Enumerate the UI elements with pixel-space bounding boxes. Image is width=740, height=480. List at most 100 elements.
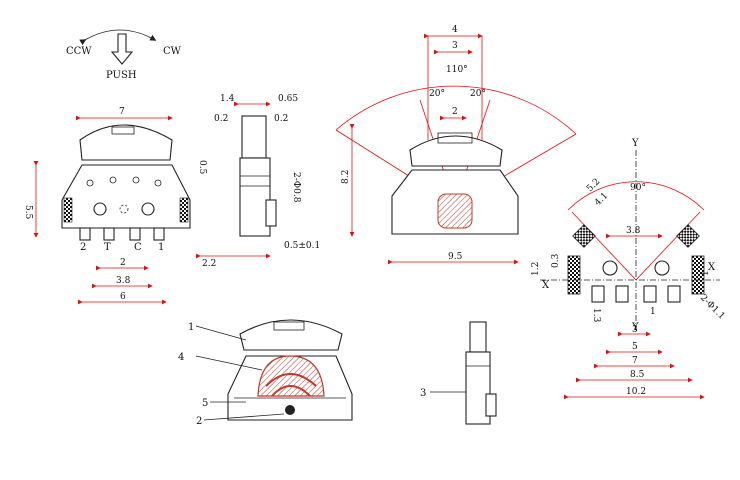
dim-0-3: 0.3 <box>551 253 561 268</box>
ccw-label: CCW <box>66 46 92 57</box>
front-knob <box>79 124 173 161</box>
dim-8-2: 8.2 <box>341 170 351 184</box>
front-knob-slot <box>111 126 135 135</box>
top-knob <box>409 135 503 167</box>
front-center-mark <box>119 204 129 214</box>
dim-9-5: 9.5 <box>448 252 463 262</box>
side-view: 1.4 0.65 0.2 0.2 0.5 2-Φ0.8 0.5±0.1 2.2 <box>196 94 320 269</box>
front-hole-right <box>141 202 155 216</box>
ex-knob <box>239 319 343 351</box>
front-view: 2 T C 1 7 5.5 2 3.8 6 <box>23 107 191 305</box>
footprint-arc <box>567 181 705 211</box>
dim-1-left: 1 <box>701 270 711 276</box>
side-knob <box>241 115 267 159</box>
front-pin-t <box>103 227 115 241</box>
axis-y-bottom: Y <box>631 322 639 333</box>
dim-1-mid: 1 <box>650 307 656 317</box>
small-side-view: 3 <box>420 321 497 425</box>
angle-line <box>635 211 701 281</box>
dim-1-2: 1.2 <box>531 262 541 276</box>
dim-8-5: 8.5 <box>630 370 645 380</box>
dim-7-fp: 7 <box>632 356 638 366</box>
callout-line <box>195 355 263 371</box>
callout-2: 2 <box>196 416 202 427</box>
front-pin-c <box>129 227 141 241</box>
callout-line <box>195 325 247 341</box>
dim-3-fp: 3 <box>632 325 638 335</box>
top-view: 4 3 110° 20° 20° 2 8.2 9.5 <box>335 25 577 265</box>
callout-line <box>203 413 285 421</box>
mount-hole-left <box>602 260 618 276</box>
angle-90: 90° <box>630 183 646 193</box>
front-body <box>61 164 191 229</box>
pad-pin <box>615 285 629 303</box>
dim-0-65: 0.65 <box>278 94 298 104</box>
angle-line <box>571 211 637 281</box>
push-arrow-icon <box>110 33 134 65</box>
ex-contact-arc <box>271 385 311 397</box>
dim-width-7: 7 <box>119 107 125 117</box>
pin-label: 1 <box>158 242 164 253</box>
dim-4-1: 4.1 <box>593 191 610 208</box>
rotation-arc-icon <box>79 29 157 46</box>
dim-3-8: 3.8 <box>626 226 641 236</box>
dim-pitch-3-8: 3.8 <box>116 276 131 286</box>
pad-diamond-left <box>572 224 596 248</box>
dim-5-fp: 5 <box>632 342 638 352</box>
side-tab <box>265 199 277 227</box>
cw-label: CW <box>163 46 182 57</box>
front-pin-2 <box>79 227 91 241</box>
pin-label: 2 <box>80 242 86 253</box>
dim-2-2: 2.2 <box>202 259 216 269</box>
front-dot <box>86 179 94 187</box>
pad-pin <box>643 285 657 303</box>
callout-5: 5 <box>202 398 208 409</box>
push-label: PUSH <box>106 70 137 81</box>
ex-contact-arc <box>265 373 317 387</box>
pin-label: T <box>104 242 111 253</box>
dim-10-2: 10.2 <box>626 387 646 397</box>
dim-4: 4 <box>452 25 458 35</box>
dim-1-4: 1.4 <box>220 94 235 104</box>
dim-phi-0-8: 2-Φ0.8 <box>291 172 301 203</box>
callout-4: 4 <box>178 352 184 363</box>
dim-3: 3 <box>452 41 458 51</box>
pad-diamond-right <box>676 224 700 248</box>
mount-hole-right <box>654 260 670 276</box>
dim-5-2: 5.2 <box>585 177 602 194</box>
front-pin-1 <box>153 227 165 241</box>
pad-side-left <box>567 255 581 295</box>
rotation-symbol: CCW CW PUSH <box>66 29 182 81</box>
pin-label: C <box>134 242 142 253</box>
front-side-tab-left <box>63 197 73 223</box>
dim-2-phi: 2-Φ1.1 <box>698 293 727 322</box>
angle-20-left: 20° <box>429 89 445 99</box>
top-knob-slot <box>437 132 473 144</box>
top-hatched-actuator <box>437 193 473 229</box>
front-hole-left <box>93 202 107 216</box>
front-dot <box>132 176 140 184</box>
dim-0-5-tol: 0.5±0.1 <box>284 241 320 251</box>
pcb-footprint: Y Y X X 5.2 4.1 90° 3.8 0.3 1.2 1 2-Φ1.1… <box>531 138 727 400</box>
axis-x-left: X <box>542 280 550 291</box>
pad-pin <box>667 285 681 303</box>
ss-knob <box>469 321 487 353</box>
dim-1-3: 1.3 <box>591 308 601 323</box>
axis-y-top: Y <box>631 138 639 149</box>
ex-knob-slot <box>273 321 305 331</box>
front-dot <box>154 179 162 187</box>
callout-3: 3 <box>420 388 426 399</box>
ex-contact-spring <box>257 355 325 397</box>
ex-dome <box>285 405 295 415</box>
dim-height-5-5: 5.5 <box>23 205 33 220</box>
angle-20-right: 20° <box>470 89 486 99</box>
dim-0-5: 0.5 <box>197 160 207 175</box>
dim-2: 2 <box>452 107 458 117</box>
front-side-tab-right <box>179 197 189 223</box>
front-dot <box>109 176 117 184</box>
exploded-view: 1 4 5 2 <box>178 319 353 427</box>
pad-pin <box>591 285 605 303</box>
callout-1: 1 <box>188 322 194 333</box>
side-body <box>239 157 271 237</box>
